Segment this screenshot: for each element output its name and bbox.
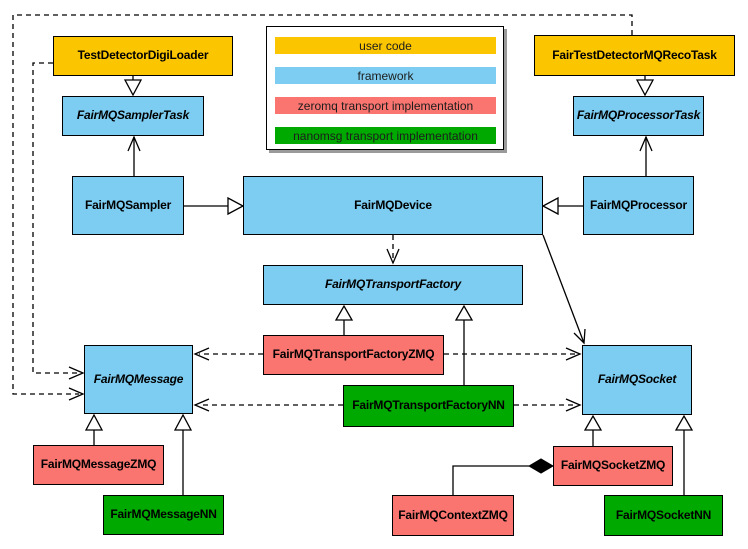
node-fairmq-message: FairMQMessage xyxy=(84,345,193,414)
node-fairmq-message-zmq: FairMQMessageZMQ xyxy=(33,445,164,485)
node-fairmq-processor: FairMQProcessor xyxy=(583,176,694,235)
edge-device-socket-association xyxy=(542,234,586,345)
edge-tfzmq-socket-dependency xyxy=(444,347,582,361)
edge-messagezmq-message-inheritance xyxy=(84,413,104,445)
edge-sampler-samplertask-association xyxy=(127,135,141,176)
edge-digiloader-message-dependency xyxy=(32,62,85,380)
node-fairmq-transport-factory: FairMQTransportFactory xyxy=(263,265,523,305)
legend-item-nanomsg: nanomsg transport implementation xyxy=(275,127,496,144)
edge-socketzmq-socket-inheritance xyxy=(583,414,603,446)
node-fairmq-transport-factory-nn: FairMQTransportFactoryNN xyxy=(343,385,514,427)
edge-digiloader-samplertask-inheritance xyxy=(123,76,143,97)
edge-tfzmq-message-dependency xyxy=(193,347,263,361)
edge-device-transportfactory-dependency xyxy=(386,235,400,265)
node-fairmq-device: FairMQDevice xyxy=(243,176,543,235)
edge-processor-processortask-association xyxy=(639,135,653,176)
edge-sampler-device-inheritance xyxy=(184,196,245,216)
node-fairmq-socket-nn: FairMQSocketNN xyxy=(604,495,723,536)
node-fairmq-message-nn: FairMQMessageNN xyxy=(103,495,224,535)
edge-messagenn-message-inheritance xyxy=(173,413,193,495)
edge-socketnn-socket-inheritance xyxy=(674,414,694,495)
legend-item-framework: framework xyxy=(275,67,496,84)
edge-contextzmq-socketzmq-composition xyxy=(452,458,554,495)
node-fairmq-transport-factory-zmq: FairMQTransportFactoryZMQ xyxy=(263,335,444,375)
node-fairmq-context-zmq: FairMQContextZMQ xyxy=(392,495,514,536)
legend-item-zeromq: zeromq transport implementation xyxy=(275,97,496,114)
node-fairmq-socket-zmq: FairMQSocketZMQ xyxy=(553,446,673,486)
edge-tfnn-transportfactory-inheritance xyxy=(454,304,474,385)
edge-tfnn-message-dependency xyxy=(193,398,343,412)
node-fairmq-socket: FairMQSocket xyxy=(582,345,692,415)
edge-recotask-processortask-inheritance xyxy=(635,76,655,97)
legend: user code framework zeromq transport imp… xyxy=(266,26,504,150)
edge-tfzmq-transportfactory-inheritance xyxy=(334,304,354,335)
edge-processor-device-inheritance xyxy=(541,196,583,216)
node-test-detector-digi-loader: TestDetectorDigiLoader xyxy=(53,36,233,76)
edge-tfnn-socket-dependency xyxy=(514,398,582,412)
edge-recotask-message-dependency xyxy=(12,14,633,401)
node-fairmq-sampler-task: FairMQSamplerTask xyxy=(62,96,204,136)
legend-item-user-code: user code xyxy=(275,37,496,54)
node-fair-test-detector-mq-reco-task: FairTestDetectorMQRecoTask xyxy=(534,35,735,76)
node-fairmq-sampler: FairMQSampler xyxy=(72,176,184,235)
node-fairmq-processor-task: FairMQProcessorTask xyxy=(573,96,704,136)
